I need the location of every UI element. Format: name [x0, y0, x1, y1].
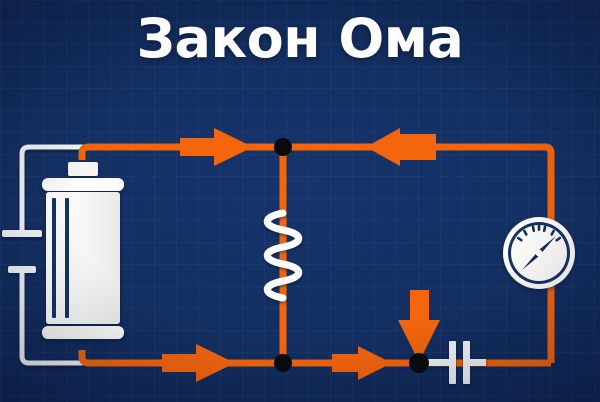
arrow-drop-down: [398, 290, 440, 362]
arrow-top-left: [180, 128, 253, 166]
junction-bottom-right: [409, 353, 429, 373]
battery-inner-stripe: [56, 198, 65, 318]
battery-inner-gap: [52, 198, 56, 318]
battery-plate-long: [2, 230, 42, 237]
battery-lead-top: [19, 144, 85, 235]
arrow-bottom-left: [162, 344, 235, 382]
coil-winding: [263, 209, 303, 302]
battery-lead-bottom: [19, 269, 85, 366]
battery-inner-gap-2: [65, 198, 69, 318]
capacitor-plate-right: [463, 341, 470, 384]
gauge-hub: [535, 249, 543, 257]
gauge-ticks: [516, 224, 562, 242]
capacitor-symbol: [424, 341, 486, 384]
arrow-top-right: [366, 128, 436, 166]
current-arrows: [162, 128, 440, 382]
battery-terminal-nub: [68, 162, 98, 176]
battery-plate-short: [8, 266, 36, 273]
page-title: Закон Ома: [136, 7, 464, 70]
wire-bottom: [78, 350, 551, 367]
junction-top: [274, 138, 292, 156]
capacitor-lead-left: [424, 359, 454, 366]
battery-cell-symbol-group: [2, 144, 85, 366]
capacitor-lead-right: [470, 359, 486, 366]
wire-top-and-right: [78, 143, 555, 363]
ammeter-gauge: [503, 217, 575, 289]
junction-nodes: [274, 138, 429, 373]
battery-illustration: [42, 162, 124, 339]
junction-bottom: [274, 354, 292, 372]
current-path-group: [78, 143, 555, 367]
resistor-coil: [263, 209, 303, 302]
battery-cap-top: [42, 178, 124, 191]
battery-cap-bottom: [42, 326, 124, 339]
arrow-bottom-middle: [332, 346, 392, 380]
capacitor-plate-left: [449, 341, 456, 384]
